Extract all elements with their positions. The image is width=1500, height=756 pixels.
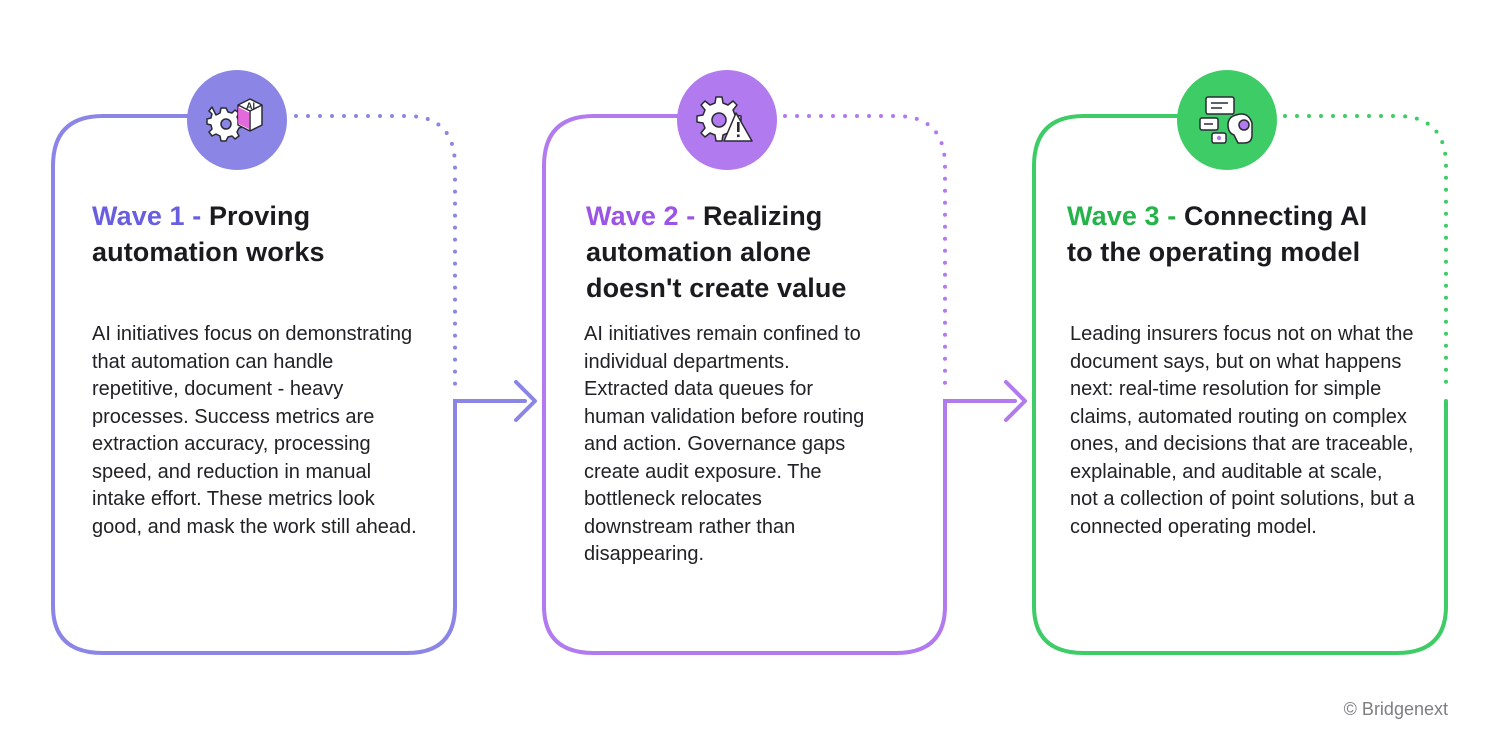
wave-2-arrow-icon: [1004, 380, 1027, 422]
wave-1-icon-circle: AI: [187, 70, 287, 170]
ai-robot-screens-icon: [1199, 96, 1253, 144]
gear-ai-cube-icon: AI: [206, 98, 263, 142]
wave-1-arrow-icon: [514, 380, 537, 422]
wave-2-heading: Wave 2 - Realizing automation alone does…: [586, 198, 886, 306]
copyright-text: © Bridgenext: [1343, 699, 1448, 719]
wave-3-label: Wave 3 -: [1067, 201, 1177, 231]
wave-1-frame: [51, 114, 527, 655]
wave-3-frame: [1032, 114, 1448, 655]
wave-3-title: Connecting AI to the operating model: [1067, 201, 1368, 267]
wave-2-label: Wave 2 -: [586, 201, 696, 231]
wave-1-heading: Wave 1 - Proving automation works: [92, 198, 392, 270]
wave-1-description: AI initiatives focus on demonstrating th…: [92, 323, 417, 538]
wave-2-icon-circle: [677, 70, 777, 170]
wave-2-title: Realizing automation alone doesn't creat…: [586, 201, 847, 303]
wave-3-description: Leading insurers focus not on what the d…: [1070, 323, 1415, 538]
wave-3-icon-circle: [1177, 70, 1277, 170]
wave-1-title: Proving automation works: [92, 201, 325, 267]
wave-1-label: Wave 1 -: [92, 201, 202, 231]
wave-3-heading: Wave 3 - Connecting AI to the operating …: [1067, 198, 1377, 270]
wave-2-frame: [542, 114, 1017, 655]
wave-2-description: AI initiatives remain confined to indivi…: [584, 323, 865, 565]
svg-text:AI: AI: [246, 101, 255, 111]
gear-warning-icon: [696, 96, 753, 142]
